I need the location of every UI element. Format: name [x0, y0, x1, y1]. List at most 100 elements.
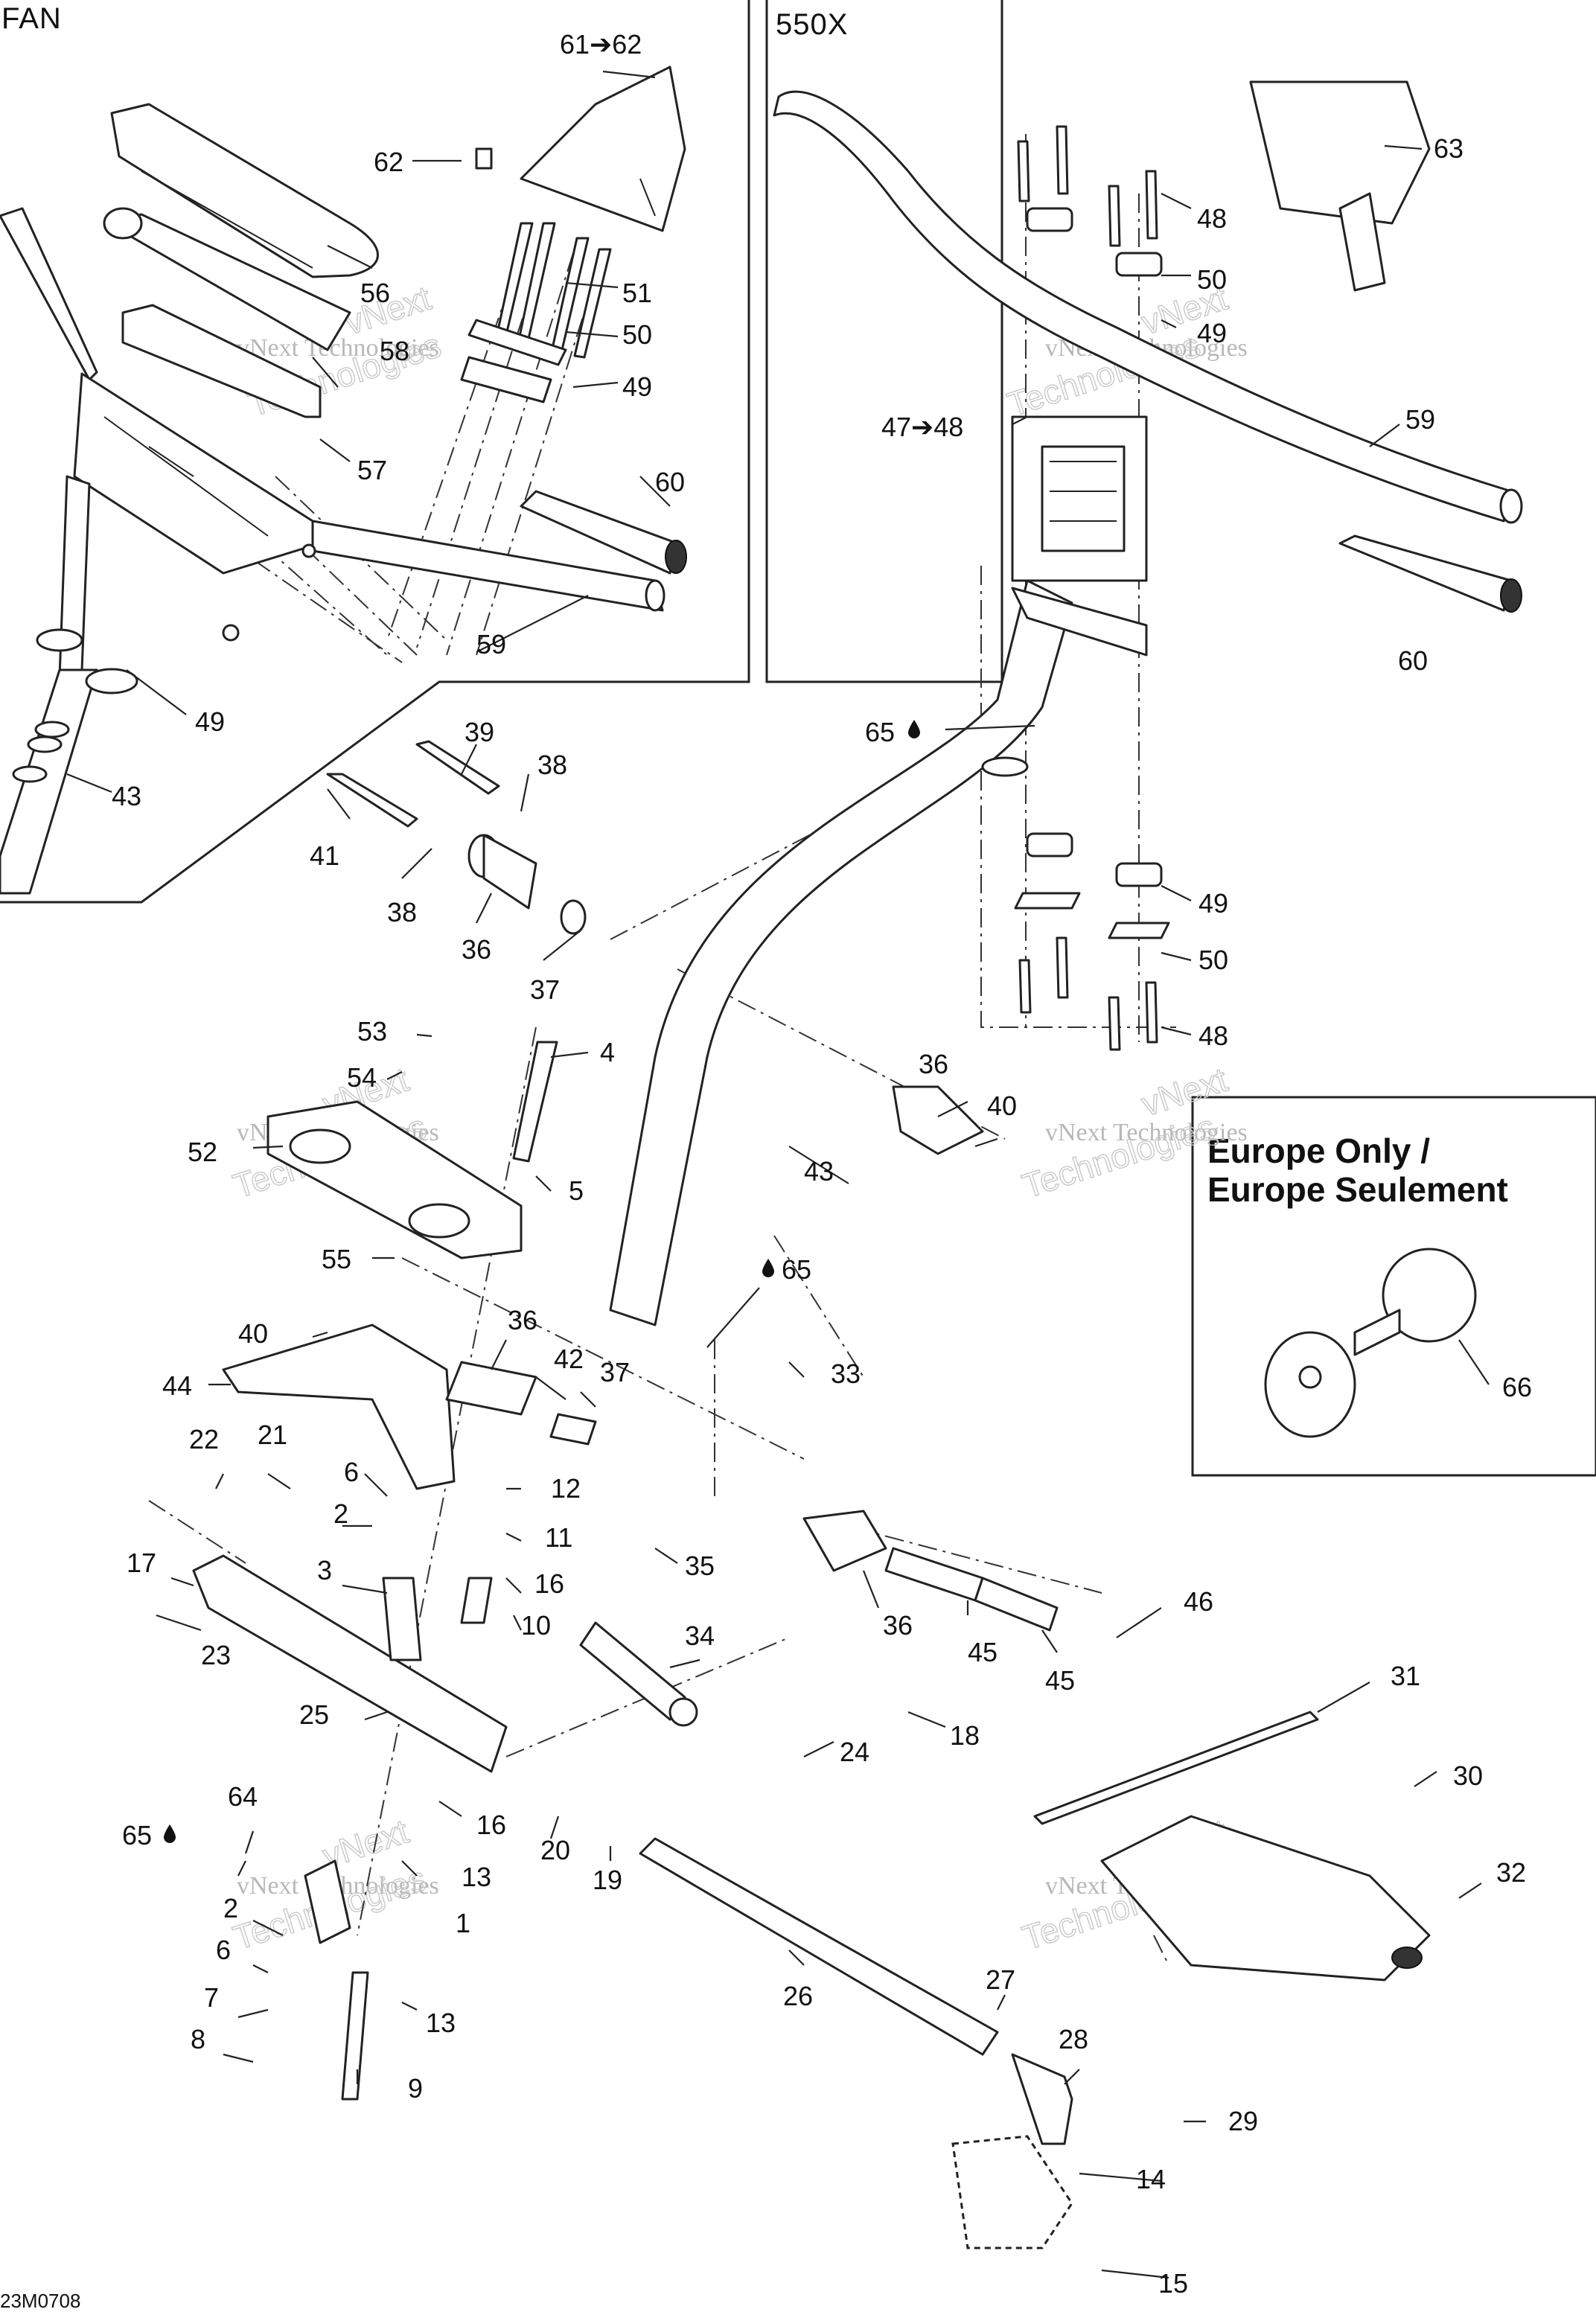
callout-label: 5 — [569, 1175, 584, 1206]
callout-label: 49 — [1197, 318, 1227, 348]
callout-label: 30 — [1453, 1760, 1483, 1791]
callout-label: 49 — [1198, 888, 1228, 919]
callout-label: 11 — [545, 1522, 572, 1553]
fan-handlebar — [0, 207, 665, 679]
callout-label: 24 — [840, 1737, 869, 1767]
callout-label: 49 — [195, 706, 225, 737]
callout-label: 6 — [344, 1457, 359, 1487]
europe-title-line2: Europe Seulement — [1207, 1170, 1508, 1209]
lever-25 — [192, 1554, 508, 1773]
callout-label: 26 — [783, 1981, 813, 2011]
callout-label: 16 — [534, 1568, 564, 1599]
callout-label: 65 — [865, 717, 895, 747]
callout-label: 10 — [521, 1610, 551, 1641]
x550-handlebar — [773, 90, 1523, 524]
callout-label: 46 — [1184, 1586, 1213, 1617]
callout-label: 58 — [380, 336, 409, 366]
callout-label: 42 — [554, 1344, 584, 1374]
x550-panel-frame — [765, 0, 1003, 683]
callout-label: 32 — [1496, 1857, 1526, 1888]
callout-label: 45 — [968, 1637, 998, 1667]
callout-label: 53 — [357, 1016, 387, 1047]
callout-label: 29 — [1228, 2106, 1258, 2136]
callout-label: 3 — [317, 1555, 332, 1585]
callout-label: 50 — [1198, 945, 1228, 975]
callout-label: 65 — [122, 1820, 152, 1850]
callout-label: 40 — [238, 1318, 268, 1349]
tie-rod-26 — [639, 1837, 999, 2056]
callout-label: 18 — [950, 1720, 980, 1751]
callout-label: 60 — [655, 467, 685, 497]
watermark-text: vNext Technologies — [1045, 1119, 1248, 1146]
callout-label: 66 — [1502, 1372, 1532, 1402]
callout-label: 63 — [1434, 133, 1463, 164]
bolt-9 — [341, 1971, 369, 2101]
callout-label: 4 — [600, 1037, 615, 1067]
callout-label: 65 — [782, 1254, 811, 1285]
callout-label: 36 — [883, 1610, 913, 1641]
cover-clip — [475, 147, 493, 170]
callout-label: 49 — [622, 371, 652, 402]
callout-label: 34 — [685, 1620, 715, 1651]
bolt-41 — [326, 773, 418, 828]
callout-label: 60 — [1398, 645, 1428, 676]
callout-label: 37 — [600, 1357, 630, 1387]
tie-rod-links-45 — [884, 1547, 1059, 1632]
callout-label: 62 — [374, 147, 403, 177]
callout-label: 52 — [188, 1137, 217, 1167]
callout-label: 50 — [1197, 264, 1227, 295]
bolt-4 — [512, 1041, 558, 1163]
callout-label: 61➔62 — [560, 29, 642, 60]
x550-cover — [1249, 80, 1431, 292]
callout-label: 27 — [986, 1964, 1015, 1995]
bushing-36c — [892, 1085, 984, 1155]
x550-panel-title: 550X — [776, 8, 848, 41]
callout-label: 39 — [465, 717, 494, 747]
callout-label: 15 — [1158, 2268, 1188, 2299]
callout-label: 6 — [216, 1935, 231, 1965]
fan-clamp — [460, 319, 567, 403]
x550-grip — [1338, 534, 1522, 613]
callout-label: 16 — [476, 1810, 506, 1840]
callout-label: 31 — [1391, 1661, 1420, 1691]
fan-grip — [520, 490, 687, 575]
callout-label: 59 — [476, 629, 506, 660]
callout-label: 44 — [162, 1370, 192, 1401]
callout-label: 64 — [228, 1781, 258, 1812]
steering-column — [609, 579, 1148, 1326]
callout-label: 38 — [387, 897, 417, 927]
callout-label: 36 — [462, 934, 491, 965]
callout-label: 47➔48 — [881, 412, 963, 442]
fan-panel-title: FAN — [1, 2, 62, 35]
bushing-10 — [460, 1577, 493, 1624]
fan-bolts — [496, 222, 612, 359]
callout-label: 13 — [462, 1862, 491, 1892]
oil-drop-icon — [762, 1259, 774, 1277]
callout-label: 37 — [530, 974, 560, 1005]
callout-label: 35 — [685, 1551, 715, 1581]
callout-label: 22 — [189, 1424, 219, 1454]
spindle-arm-14 — [951, 2135, 1073, 2249]
foam-block — [121, 304, 322, 418]
callout-label: 7 — [204, 1982, 219, 2013]
callout-label: 40 — [987, 1090, 1017, 1121]
callout-label: 17 — [127, 1548, 156, 1578]
horn-66 — [1264, 1248, 1477, 1438]
europe-title-line1: Europe Only / — [1207, 1131, 1430, 1170]
bracket-44 — [222, 1323, 456, 1490]
x550-riser — [1011, 415, 1148, 582]
bushing-37b — [549, 1413, 597, 1446]
boot-30 — [1100, 1815, 1431, 1982]
callouts: 61➔62 62 56 51 50 49 58 57 60 59 49 43 6… — [112, 29, 1532, 2299]
x550-clamps — [1014, 207, 1170, 939]
drawing-code: 23M0708 — [0, 2290, 80, 2312]
x550-bolts — [1017, 125, 1158, 1051]
europe-inset-frame — [1191, 1096, 1596, 1477]
tie-rod-end-28 — [1011, 2053, 1073, 2145]
callout-label: 23 — [201, 1640, 231, 1670]
callout-label: 48 — [1197, 203, 1227, 234]
ball-joint-34 — [579, 1621, 698, 1727]
handlebar-cover — [520, 66, 686, 232]
callout-label: 1 — [456, 1908, 470, 1938]
